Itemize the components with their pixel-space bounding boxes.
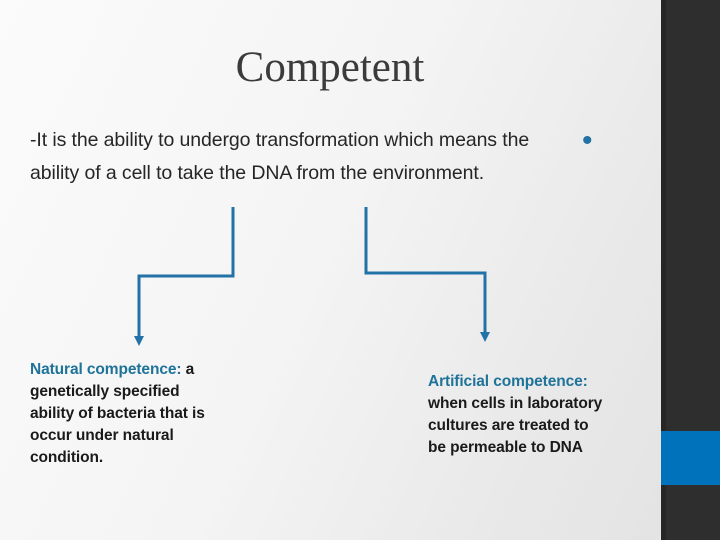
sidebar-panel xyxy=(661,0,720,540)
natural-competence-heading-suffix: a xyxy=(181,361,195,378)
sidebar-accent-bar xyxy=(661,431,720,485)
connector-right-arrow xyxy=(364,207,490,342)
natural-competence-line: ability of bacteria that is xyxy=(30,405,205,422)
slide-title: Competent xyxy=(235,44,425,91)
natural-competence-line: condition. xyxy=(30,449,104,466)
natural-competence-textbox: Natural competence: a genetically specif… xyxy=(30,359,230,469)
artificial-competence-line: when cells in laboratory xyxy=(428,395,603,412)
artificial-competence-textbox: Artificial competence: when cells in lab… xyxy=(428,371,628,459)
connector-left-arrow xyxy=(134,207,235,346)
artificial-competence-line: be permeable to DNA xyxy=(428,439,583,456)
definition-textbox: -It is the ability to undergo transforma… xyxy=(30,124,578,190)
definition-line: ability of a cell to take the DNA from t… xyxy=(30,162,485,184)
bullet-dot-icon: • xyxy=(582,124,593,157)
natural-competence-heading-line: Natural competence: a xyxy=(30,359,230,381)
natural-competence-line: occur under natural xyxy=(30,427,174,444)
artificial-competence-line: cultures are treated to xyxy=(428,417,589,434)
artificial-competence-heading: Artificial competence: xyxy=(428,373,588,390)
natural-competence-heading: Natural competence: xyxy=(30,361,182,378)
definition-line: -It is the ability to undergo transforma… xyxy=(30,129,530,151)
natural-competence-line: genetically specified xyxy=(30,383,180,400)
